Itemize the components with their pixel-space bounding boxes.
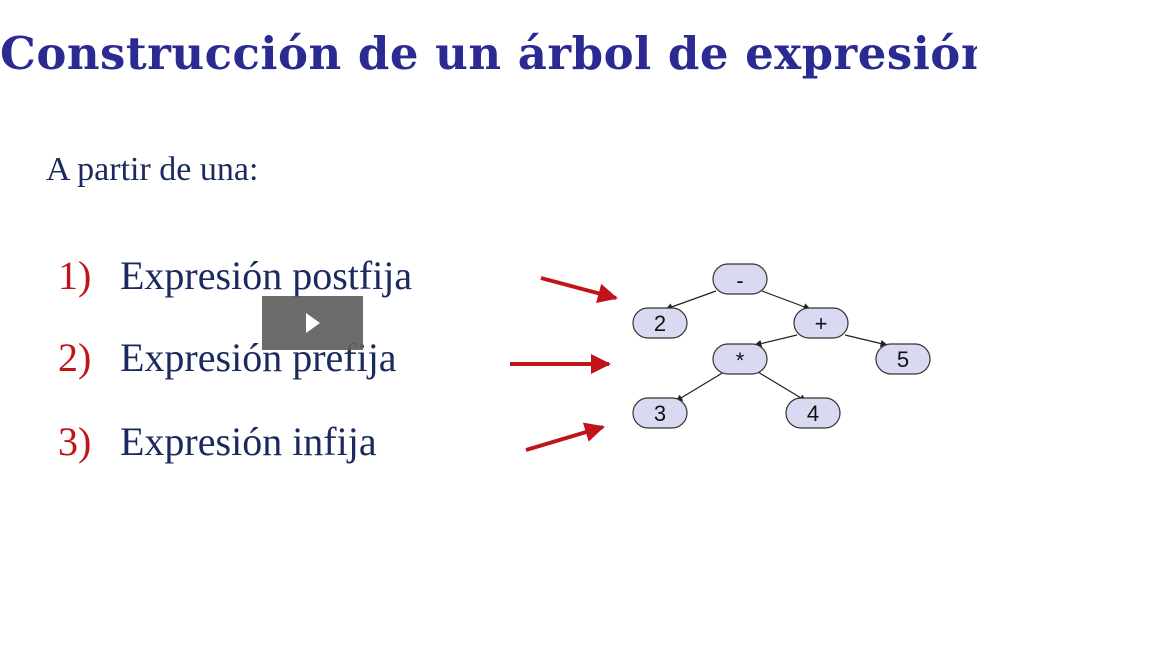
play-icon: [306, 313, 320, 333]
node-label: 3: [654, 401, 666, 426]
tree-edge: [675, 371, 725, 402]
node-label: *: [736, 348, 745, 373]
list-number: 1): [58, 253, 92, 298]
video-play-button[interactable]: [262, 296, 363, 350]
tree-node-plus: +: [793, 307, 849, 339]
list-item-infija: 3) Expresión infija: [58, 418, 377, 466]
tree-node-2: 2: [632, 307, 688, 339]
title-container: Construcción de un árbol de expresión: [0, 18, 977, 90]
tree-edge: [761, 290, 811, 311]
arrow-postfija: [540, 276, 618, 304]
node-label: 4: [807, 401, 819, 426]
list-item-postfija: 1) Expresión postfija: [58, 252, 412, 300]
tree-edge: [754, 334, 798, 348]
node-label: +: [815, 311, 828, 336]
subtitle: A partir de una:: [46, 151, 259, 188]
list-label: Expresión postfija: [120, 253, 413, 298]
node-label: 5: [897, 347, 909, 372]
node-label: -: [736, 268, 743, 293]
list-number: 3): [58, 419, 92, 464]
node-label: 2: [654, 311, 666, 336]
slide-title: Construcción de un árbol de expresión: [0, 27, 977, 80]
tree-node-times: *: [712, 343, 768, 375]
tree-edge: [844, 334, 888, 348]
list-number: 2): [58, 335, 92, 380]
tree-edge: [665, 290, 717, 311]
list-label: Expresión infija: [120, 419, 377, 464]
arrow-infija: [525, 422, 605, 452]
tree-node-3: 3: [632, 397, 688, 429]
tree-node-minus: -: [712, 263, 768, 295]
tree-node-5: 5: [875, 343, 931, 375]
list-item-prefija: 2)Expresión prefija: [58, 334, 397, 382]
tree-edge: [757, 371, 807, 402]
tree-node-4: 4: [785, 397, 841, 429]
